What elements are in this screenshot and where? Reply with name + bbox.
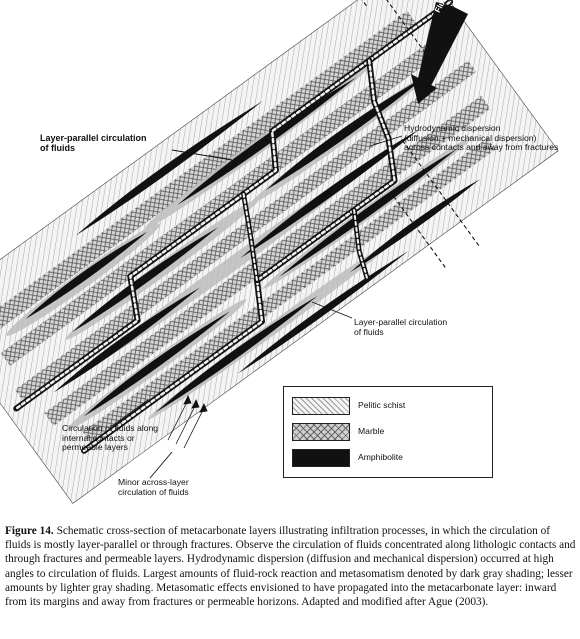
legend-item-pelitic: Pelitic schist <box>292 397 488 417</box>
minor-across-arrows <box>167 395 208 449</box>
legend: Pelitic schist Marble Amphibolite <box>283 386 493 478</box>
fluid-flow-arrow <box>411 2 468 104</box>
marble-layer <box>82 138 496 444</box>
caption-text: Schematic cross-section of metacarbonate… <box>5 525 576 609</box>
amphibolite-lenses <box>25 74 480 417</box>
fluid-pathways <box>13 0 454 454</box>
circulation-internal-label: Circulation of fluids along internal con… <box>62 423 159 453</box>
figure-number: Figure 14. <box>5 525 54 537</box>
figure-caption: Figure 14. Schematic cross-section of me… <box>5 524 577 609</box>
marble-layer <box>0 10 418 332</box>
marble-layer <box>44 95 491 426</box>
marble-swatch <box>292 423 350 441</box>
layer-parallel-label-right: Layer-parallel circulation of fluids <box>354 317 448 337</box>
legend-label: Pelitic schist <box>358 400 406 410</box>
leader-lines <box>111 135 403 479</box>
section-outline <box>0 0 559 504</box>
legend-label: Amphibolite <box>358 452 403 462</box>
dispersion-arrows <box>342 0 480 270</box>
hydrodynamic-dispersion-label: Hydrodynamic dispersion (diffusion + mec… <box>404 123 559 153</box>
pelitic-schist-swatch <box>292 397 350 415</box>
amphibolite-swatch <box>292 449 350 467</box>
marble-layer <box>0 35 447 367</box>
marble-layer <box>14 60 477 402</box>
legend-label: Marble <box>358 426 385 436</box>
legend-item-amphibolite: Amphibolite <box>292 449 488 469</box>
minor-across-layer-label: Minor across-layer circulation of fluids <box>118 477 189 497</box>
cross-section-diagram <box>0 0 559 504</box>
rock-body <box>0 0 559 504</box>
legend-item-marble: Marble <box>292 423 488 443</box>
layer-parallel-label-top: Layer-parallel circulation of fluids <box>40 133 147 154</box>
